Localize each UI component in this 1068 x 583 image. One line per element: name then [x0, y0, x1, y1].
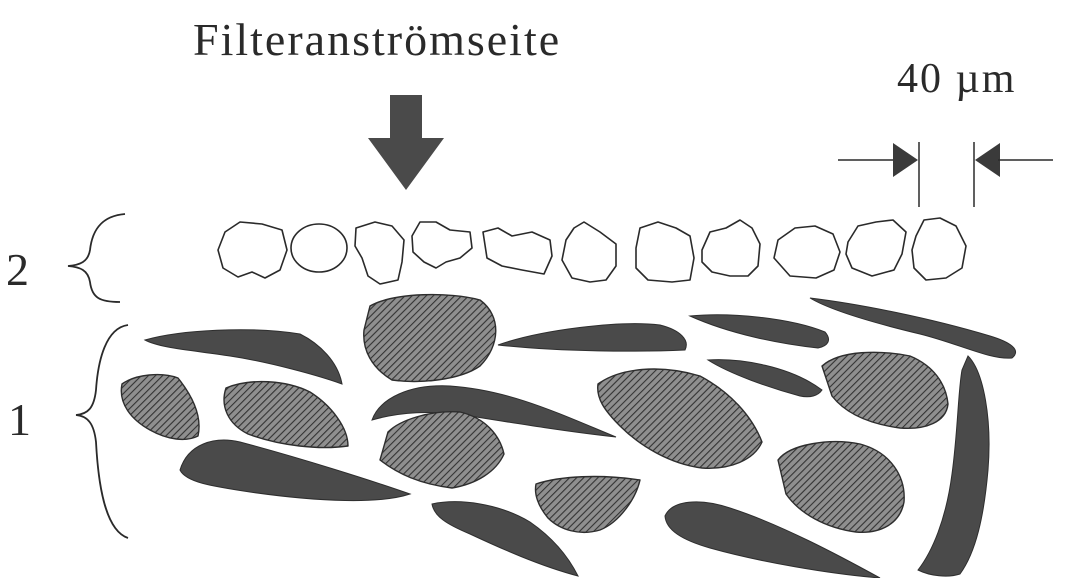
- medium-particle: [536, 477, 641, 533]
- layer-1-label: 1: [8, 394, 31, 445]
- fiber: [708, 360, 822, 397]
- cake-particle: [483, 228, 552, 274]
- medium-particle: [822, 352, 948, 428]
- fiber: [180, 440, 410, 500]
- filter-cake-particles: [218, 218, 966, 284]
- cake-particle: [291, 224, 347, 272]
- cake-particle: [218, 222, 287, 278]
- cake-particle: [355, 222, 404, 284]
- cake-particle: [846, 220, 906, 276]
- layer-1-brace: [76, 325, 128, 538]
- layer-2-label: 2: [6, 244, 29, 295]
- flow-arrow-icon: [368, 95, 444, 190]
- medium-particle: [224, 382, 348, 448]
- fiber: [498, 324, 686, 351]
- cake-particle: [412, 222, 472, 268]
- layer-2-brace: [68, 214, 125, 302]
- medium-particle: [598, 369, 762, 468]
- medium-particle: [778, 442, 904, 533]
- fiber: [145, 330, 342, 384]
- cake-particle: [562, 222, 616, 282]
- fiber: [690, 315, 829, 348]
- medium-particle: [121, 375, 199, 440]
- cake-particle: [636, 222, 694, 282]
- scale-dimension-marker: [838, 142, 1053, 207]
- inflow-label: Filteranströmseite: [193, 14, 561, 65]
- cake-particle: [702, 220, 760, 276]
- cake-particle: [774, 226, 840, 278]
- medium-particle: [364, 295, 496, 382]
- cake-particle: [912, 218, 966, 280]
- fiber: [810, 298, 1016, 358]
- scale-label: 40 µm: [897, 56, 1016, 102]
- medium-particle: [380, 412, 504, 488]
